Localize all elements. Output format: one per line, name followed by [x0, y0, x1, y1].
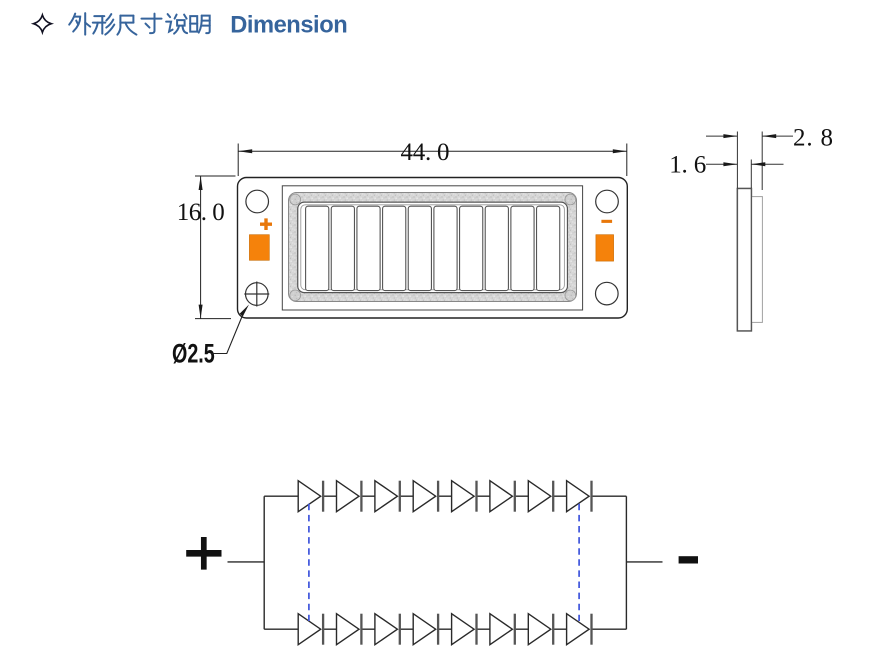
svg-text:44. 0: 44. 0 [401, 139, 450, 166]
svg-text:Ø2.5: Ø2.5 [172, 340, 215, 370]
svg-text:Dimension: Dimension [230, 13, 348, 39]
svg-text:16. 0: 16. 0 [177, 199, 225, 226]
svg-text:1. 6: 1. 6 [669, 151, 706, 178]
svg-text:2. 8: 2. 8 [793, 125, 833, 152]
